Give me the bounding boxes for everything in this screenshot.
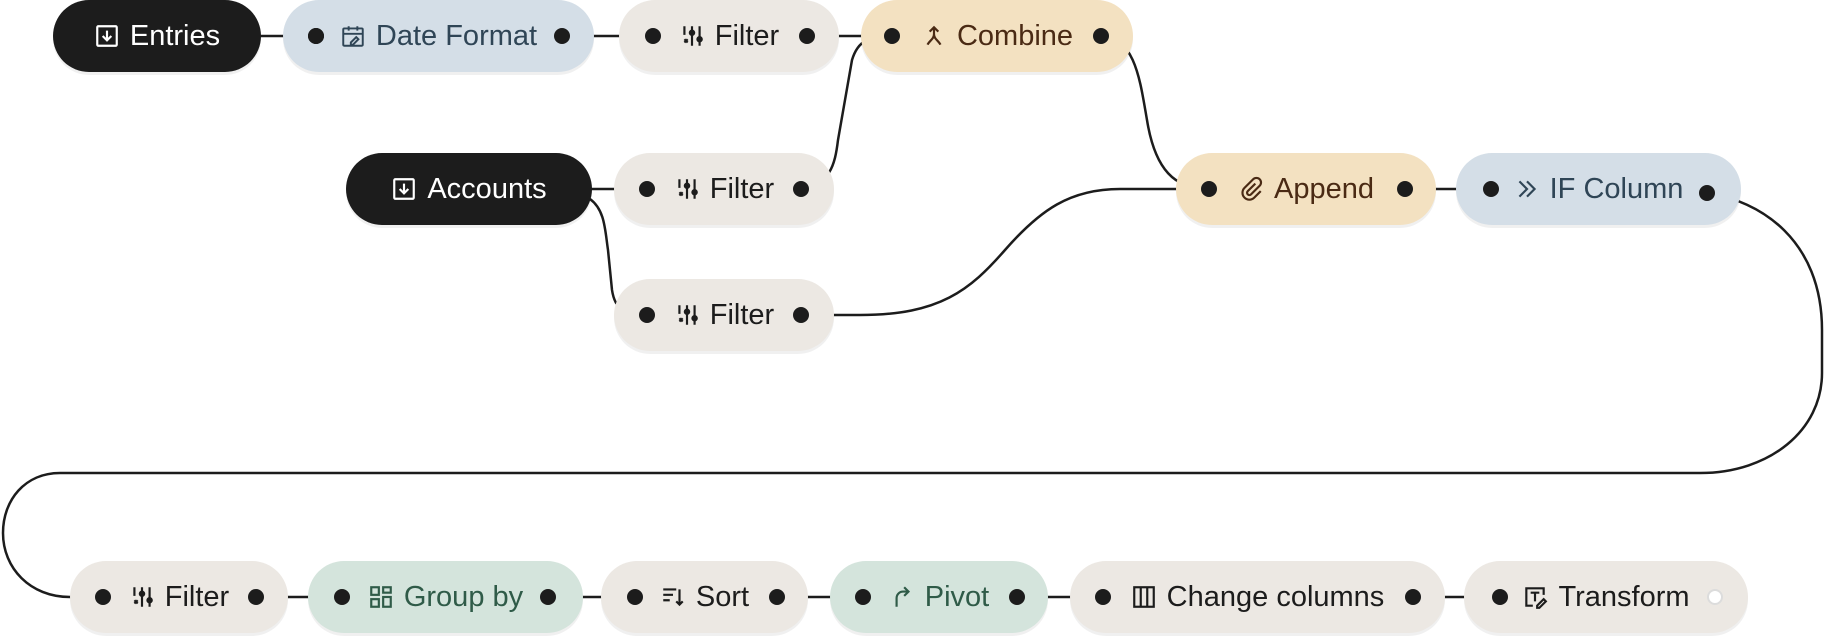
port-dateformat-out[interactable] (554, 28, 570, 44)
edge-ifcolumn-filter-bottom (1, 191, 1824, 599)
port-filter-mid1-out[interactable] (793, 181, 809, 197)
filter-sliders-icon (674, 302, 700, 328)
node-append[interactable]: Append (1176, 153, 1436, 225)
port-pivot-in[interactable] (855, 589, 871, 605)
port-filter-mid2-in[interactable] (639, 307, 655, 323)
node-label: Transform (1558, 580, 1690, 613)
node-accounts[interactable]: Accounts (346, 153, 592, 225)
port-ifcolumn-in[interactable] (1483, 181, 1499, 197)
double-chevron-right-icon (1514, 176, 1540, 202)
port-pivot-out[interactable] (1009, 589, 1025, 605)
port-sort-in[interactable] (627, 589, 643, 605)
pivot-arrow-icon (889, 584, 915, 610)
merge-icon (921, 23, 947, 49)
node-label: Date Format (375, 19, 538, 52)
node-combine[interactable]: Combine (861, 0, 1133, 72)
port-dateformat-in[interactable] (308, 28, 324, 44)
port-ifcolumn-out[interactable] (1699, 185, 1715, 201)
filter-sliders-icon (679, 23, 705, 49)
filter-sliders-icon (129, 584, 155, 610)
node-label: Filter (709, 172, 775, 205)
port-groupby-in[interactable] (334, 589, 350, 605)
port-filter-top-in[interactable] (645, 28, 661, 44)
columns-icon (1131, 584, 1157, 610)
node-label: Change columns (1166, 580, 1385, 613)
port-append-out[interactable] (1397, 181, 1413, 197)
transform-icon (1522, 584, 1548, 610)
port-groupby-out[interactable] (540, 589, 556, 605)
node-label: Filter (164, 580, 230, 613)
port-append-in[interactable] (1201, 181, 1217, 197)
node-label: Pivot (924, 580, 990, 613)
node-label: Entries (129, 19, 221, 52)
port-sort-out[interactable] (769, 589, 785, 605)
node-label: Filter (709, 298, 775, 331)
node-label: Sort (695, 580, 750, 613)
port-combine-out[interactable] (1093, 28, 1109, 44)
import-icon (94, 23, 120, 49)
port-filter-mid2-out[interactable] (793, 307, 809, 323)
calendar-edit-icon (340, 23, 366, 49)
node-change-columns[interactable]: Change columns (1070, 561, 1445, 633)
port-transform-in[interactable] (1492, 589, 1508, 605)
port-filter-bottom-in[interactable] (95, 589, 111, 605)
node-label: Accounts (427, 172, 547, 205)
node-transform[interactable]: Transform (1464, 561, 1748, 633)
port-filter-mid1-in[interactable] (639, 181, 655, 197)
node-group-by[interactable]: Group by (308, 561, 583, 633)
sort-icon (660, 584, 686, 610)
node-date-format[interactable]: Date Format (283, 0, 594, 72)
port-changecols-in[interactable] (1095, 589, 1111, 605)
node-label: Append (1274, 172, 1374, 205)
port-filter-bottom-out[interactable] (248, 589, 264, 605)
port-transform-out[interactable] (1707, 589, 1723, 605)
port-combine-in[interactable] (884, 28, 900, 44)
node-if-column[interactable]: IF Column (1456, 153, 1741, 225)
node-entries[interactable]: Entries (53, 0, 261, 72)
edge-filter2-append (800, 187, 1208, 317)
import-icon (391, 176, 417, 202)
node-label: Combine (956, 19, 1074, 52)
filter-sliders-icon (674, 176, 700, 202)
node-label: Group by (403, 580, 524, 613)
port-filter-top-out[interactable] (799, 28, 815, 44)
node-label: IF Column (1549, 172, 1684, 205)
grid-icon (368, 584, 394, 610)
port-changecols-out[interactable] (1405, 589, 1421, 605)
paperclip-icon (1238, 176, 1264, 202)
node-label: Filter (714, 19, 780, 52)
